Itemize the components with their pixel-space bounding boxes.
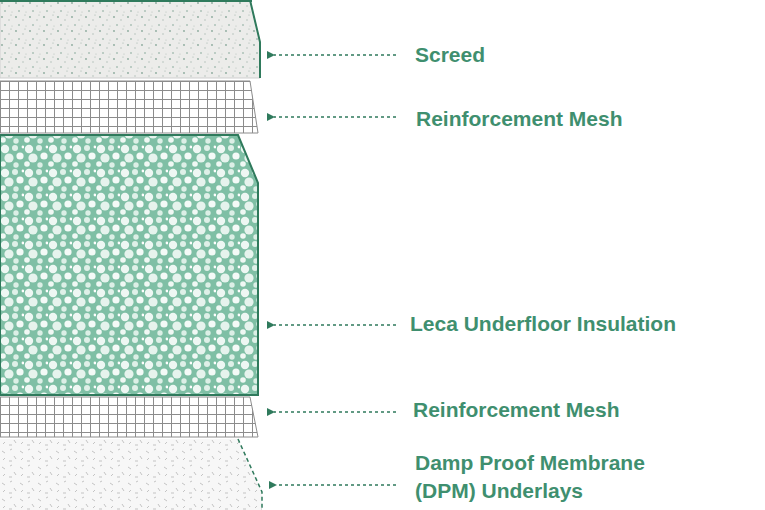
leader-line (274, 54, 396, 56)
layer-label: Reinforcement Mesh (413, 396, 753, 424)
layer-label: Reinforcement Mesh (416, 105, 746, 133)
screed-layer (0, 0, 260, 78)
top-edge (0, 0, 252, 2)
screed-edge (250, 0, 260, 78)
mesh-layer (0, 397, 258, 437)
dpm-layer (0, 439, 262, 510)
leca-layer (0, 135, 258, 395)
layer-label: Screed (415, 41, 745, 69)
leader-lines (274, 55, 396, 485)
dpm-edge (238, 439, 262, 510)
leader-line (274, 411, 396, 413)
leader-line (274, 324, 396, 326)
layer-label: Leca Underfloor Insulation (410, 310, 755, 338)
leader-line (276, 484, 396, 486)
leader-line (274, 116, 396, 118)
mesh-layer (0, 81, 258, 133)
layer-label: Damp Proof Membrane (DPM) Underlays (415, 449, 685, 505)
